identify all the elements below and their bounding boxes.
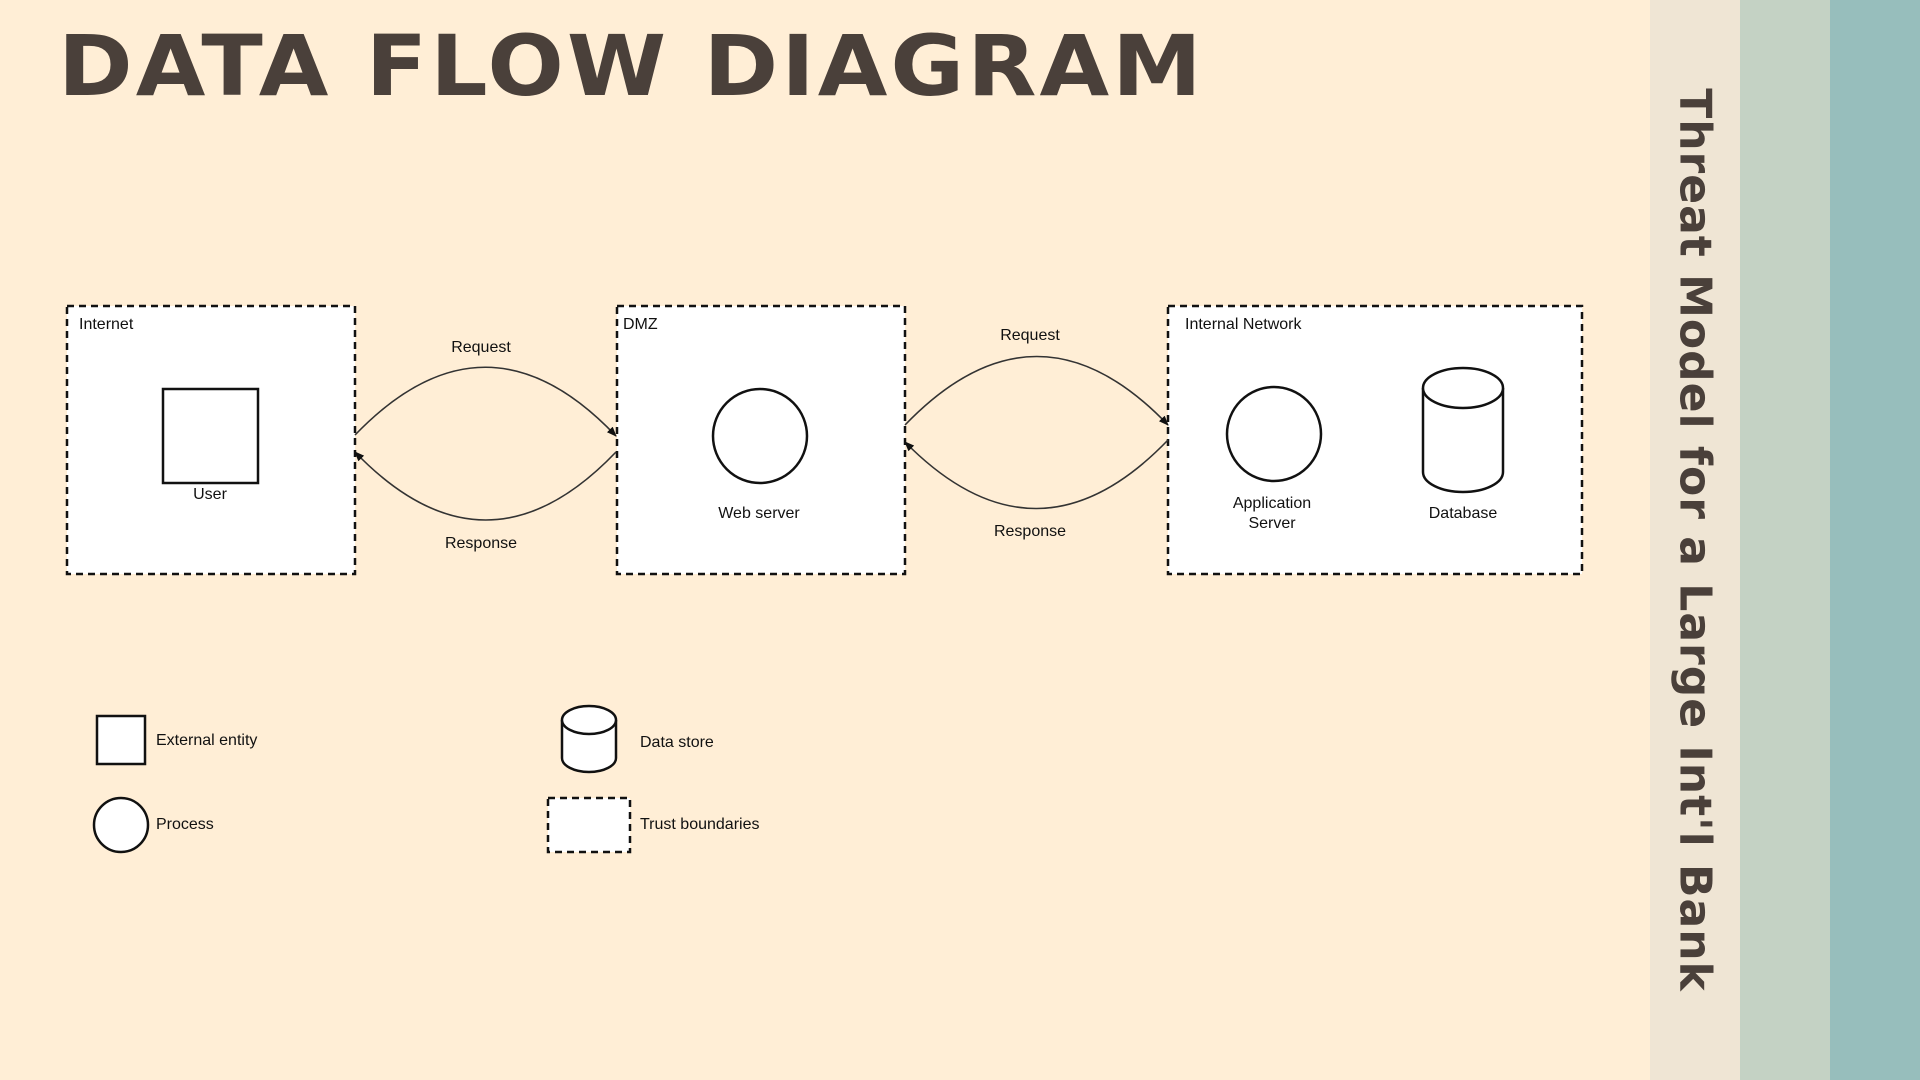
process-circle xyxy=(711,387,809,485)
flow-request-web-to-app: Request xyxy=(904,327,1169,426)
flow-label-request: Request xyxy=(451,339,511,356)
node-label-user: User xyxy=(193,486,227,503)
legend-item-process: Process xyxy=(92,796,214,854)
legend: External entity Process Data store Trust… xyxy=(92,704,759,854)
legend-label-data-store: Data store xyxy=(640,734,714,751)
legend-process-symbol xyxy=(92,796,150,854)
legend-external-entity-symbol xyxy=(95,714,147,766)
process-application-server: Application Server xyxy=(1225,385,1323,532)
flow-label-request: Request xyxy=(1000,327,1060,344)
legend-label-trust-boundaries: Trust boundaries xyxy=(640,816,759,833)
process-web-server: Web server xyxy=(711,387,809,522)
boundary-label-internal-network: Internal Network xyxy=(1185,316,1302,333)
trust-boundary-internet: Internet xyxy=(65,304,357,576)
flow-label-response: Response xyxy=(994,523,1066,540)
flow-response-app-to-web: Response xyxy=(904,439,1169,540)
flow-arrow xyxy=(354,451,617,521)
slide-title: DATA FLOW DIAGRAM xyxy=(58,18,1205,116)
side-title: Threat Model for a Large Int'l Bank xyxy=(1669,88,1721,992)
boundary-label-internet: Internet xyxy=(79,316,134,333)
legend-item-external-entity: External entity xyxy=(95,714,257,766)
node-label-database: Database xyxy=(1429,505,1498,522)
flow-response-web-to-user: Response xyxy=(354,451,617,552)
process-circle xyxy=(1225,385,1323,483)
side-band-sage xyxy=(1740,0,1830,1080)
data-flow-diagram: Internet User DMZ Web server Internal Ne… xyxy=(65,304,1584,854)
node-label-web-server: Web server xyxy=(718,505,800,522)
legend-trust-boundary-symbol xyxy=(546,796,632,854)
boundary-label-dmz: DMZ xyxy=(623,316,658,333)
legend-item-trust-boundaries: Trust boundaries xyxy=(546,796,759,854)
legend-label-external-entity: External entity xyxy=(156,732,257,749)
flow-request-user-to-web: Request xyxy=(354,339,617,437)
side-band-cream xyxy=(1650,0,1740,1080)
external-entity-user: User xyxy=(161,387,260,503)
legend-item-data-store: Data store xyxy=(560,704,714,774)
legend-label-process: Process xyxy=(156,816,214,833)
flow-arrow xyxy=(354,366,617,437)
side-band-teal xyxy=(1830,0,1920,1080)
flow-arrow xyxy=(904,439,1169,510)
external-entity-square xyxy=(161,387,260,485)
flow-arrow xyxy=(904,355,1169,426)
node-label-server: Server xyxy=(1248,515,1296,532)
node-label-application: Application xyxy=(1233,495,1311,512)
data-store-database: Database xyxy=(1421,366,1505,522)
flow-label-response: Response xyxy=(445,535,517,552)
